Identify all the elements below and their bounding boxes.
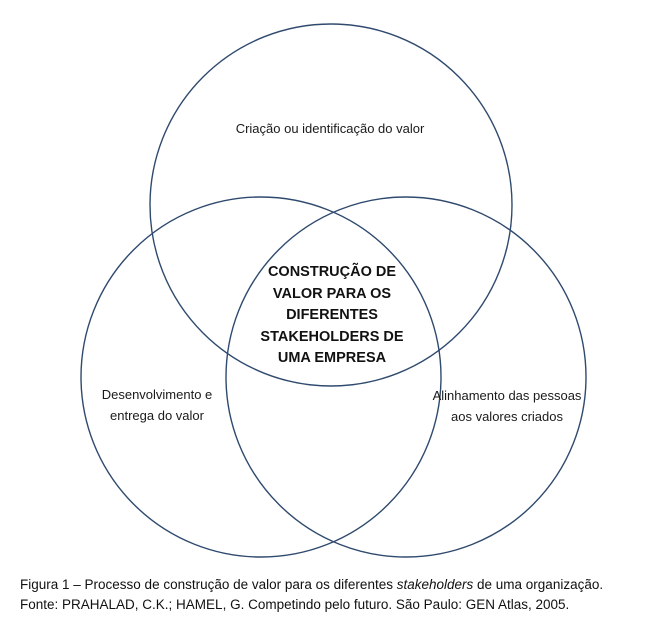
caption-title-prefix: Figura 1 – Processo de construção de val… — [20, 577, 397, 592]
right-circle-label: Alinhamento das pessoas aos valores cria… — [432, 388, 582, 424]
right-circle — [225, 196, 587, 558]
caption-title-italic: stakeholders — [396, 577, 474, 592]
venn-diagram — [80, 23, 587, 558]
left-circle — [80, 196, 442, 558]
figure-caption: Figura 1 – Processo de construção de val… — [20, 575, 655, 615]
caption-title-line: Figura 1 – Processo de construção de val… — [20, 575, 655, 595]
top-circle — [149, 23, 513, 387]
top-circle-label: Criação ou identificação do valor — [235, 121, 425, 136]
center-intersection-label: CONSTRUÇÃO DE VALOR PARA OS DIFERENTES S… — [260, 264, 404, 366]
caption-title-suffix: de uma organização. — [473, 577, 604, 592]
caption-source-line: Fonte: PRAHALAD, C.K.; HAMEL, G. Competi… — [20, 597, 570, 612]
left-circle-label: Desenvolvimento e entrega do valor — [101, 387, 213, 423]
